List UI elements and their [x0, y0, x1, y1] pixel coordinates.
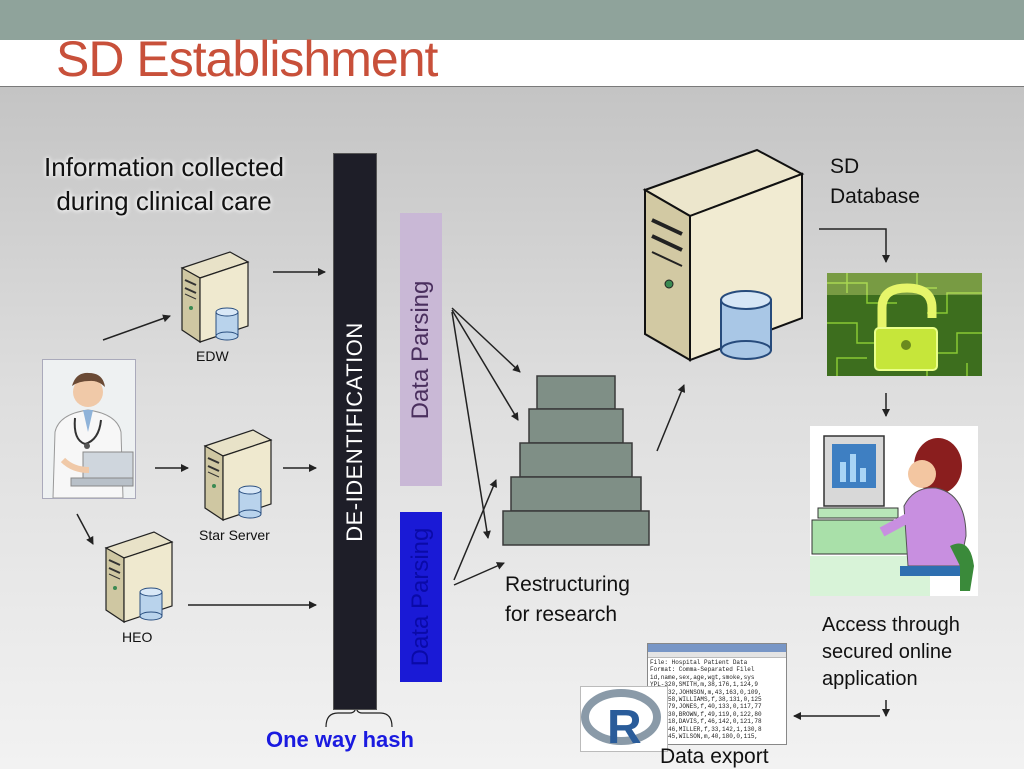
export-line: PNI-258,WILLIAMS,f,38,131,0,125 — [650, 696, 762, 704]
export-line: id,name,sex,age,wgt,smoke,sys — [650, 673, 755, 681]
star-server — [203, 428, 273, 528]
star-server-label: Star Server — [199, 527, 270, 543]
data-parsing-label-bottom: Data Parsing — [407, 527, 434, 667]
sd-database-server — [642, 148, 807, 368]
export-line: ATA-945,WILSON,m,40,180,0,115, — [650, 733, 759, 741]
restructuring-line-1: Restructuring — [505, 573, 630, 596]
export-line: LPD-746,MILLER,f,33,142,1,130,8 — [650, 725, 762, 733]
r-logo: R — [580, 686, 668, 754]
server-icon — [104, 531, 174, 624]
heo-server — [104, 530, 174, 630]
deidentification-label: DE-IDENTIFICATION — [342, 321, 367, 542]
title-bar — [0, 0, 1024, 40]
slide-title: SD Establishment — [56, 31, 438, 87]
access-line-3: application — [822, 668, 918, 690]
export-line: MIJ-579,JONES,f,40,133,0,117,77 — [650, 703, 762, 711]
data-parsing-box-top: Data Parsing — [400, 213, 442, 486]
server-icon — [180, 251, 250, 344]
export-window-menubar — [648, 652, 786, 658]
heo-label: HEO — [122, 629, 153, 645]
server-icon — [203, 429, 273, 522]
export-line: File: Hospital Patient Data — [650, 659, 748, 666]
access-label: Access through secured online applicatio… — [822, 612, 960, 693]
export-line: YPL-320,SMITH,m,38,176,1,124,9 — [650, 681, 759, 689]
info-line-1: Information collected — [44, 152, 284, 182]
user-at-computer-image — [810, 426, 978, 596]
edw-server — [180, 250, 250, 350]
restructuring-label: Restructuring for research — [505, 570, 630, 630]
one-way-hash-label: One way hash — [266, 727, 414, 752]
padlock-icon — [827, 273, 982, 376]
r-logo-icon: R — [581, 689, 661, 754]
pyramid-icon — [502, 375, 650, 546]
user-computer-icon — [810, 435, 974, 596]
export-line: GLI-532,JOHNSON,m,43,163,0,109, — [650, 688, 762, 696]
deidentification-bar: DE-IDENTIFICATION — [333, 153, 377, 710]
data-export-label: Data export — [660, 745, 769, 768]
database-line-1: SD — [830, 155, 860, 178]
database-line-2: Database — [830, 185, 920, 208]
export-window-titlebar — [648, 644, 786, 652]
info-line-2: during clinical care — [56, 186, 272, 216]
server-icon — [642, 148, 805, 362]
export-line: Format: Comma-Separated Filel — [650, 666, 755, 674]
sd-database-label: SD Database — [830, 152, 920, 212]
info-collected-label: Information collected during clinical ca… — [30, 150, 298, 218]
data-parsing-label-top: Data Parsing — [407, 280, 434, 419]
access-line-1: Access through — [822, 614, 960, 636]
export-line: XLK-030,BROWN,f,49,119,0,122,80 — [650, 710, 762, 718]
restructuring-pyramid — [502, 375, 650, 552]
export-line: TFF-518,DAVIS,f,46,142,0,121,78 — [650, 718, 762, 726]
edw-label: EDW — [196, 348, 229, 364]
security-lock-image — [827, 273, 982, 376]
access-line-2: secured online — [822, 641, 953, 663]
doctor-image — [42, 359, 136, 499]
data-parsing-box-bottom: Data Parsing — [400, 512, 442, 682]
restructuring-line-2: for research — [505, 603, 618, 626]
r-logo-letter: R — [607, 701, 642, 751]
doctor-icon — [43, 360, 135, 499]
